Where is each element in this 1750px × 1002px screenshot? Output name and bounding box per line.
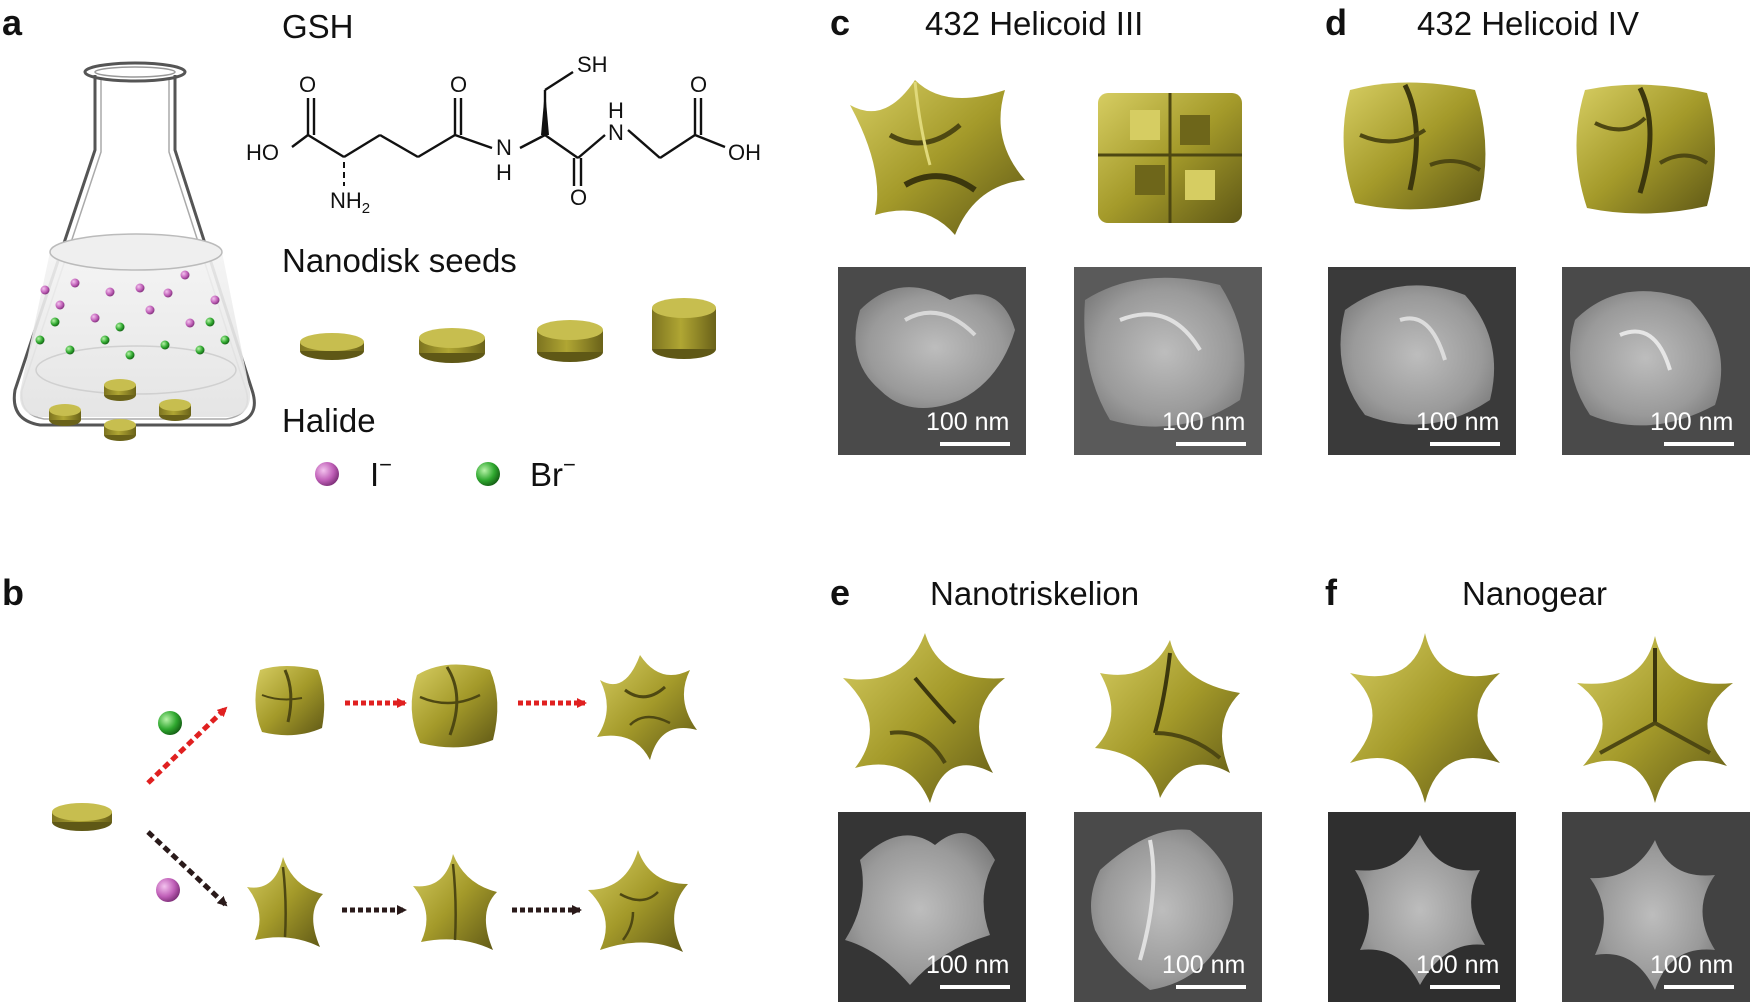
iodide-label: I− [370,452,392,493]
sem-helicoid-iv-2: 100 nm [1562,267,1750,455]
panel-label-e: e [830,572,850,613]
atom-ho: HO [246,140,279,165]
scale-bar [940,442,1010,446]
sem-nanogear-1: 100 nm [1328,812,1516,1002]
scale-bar [1176,442,1246,446]
scale-bar-label: 100 nm [1416,408,1499,436]
sem-helicoid-iii-1: 100 nm [838,267,1026,455]
atom-sh: SH [577,52,608,77]
bromide-sphere-icon [158,711,182,735]
gsh-molecule-structure [291,70,726,186]
scale-bar [1430,442,1500,446]
flask-halide-particles [35,270,230,360]
wedge-bond [541,90,549,135]
scale-bar-label: 100 nm [1162,951,1245,979]
arrow-iodide-path [146,830,228,907]
helicoid-growth-stage-2 [411,664,498,748]
bromide-sphere-icon [476,462,500,486]
nanogear-model-2 [1577,636,1733,803]
scale-bar-label: 100 nm [1650,408,1733,436]
sem-nanotriskelion-1: 100 nm [838,812,1026,1002]
flask-nanodisks [49,379,191,441]
bromide-label: Br− [530,452,576,493]
scale-bar-label: 100 nm [1650,951,1733,979]
atom-h1: H [496,160,512,185]
nanotriskelion-model-1 [843,633,1005,803]
atom-n2: N [608,120,624,145]
panel-label-c: c [830,2,850,43]
scale-bar-label: 100 nm [926,408,1009,436]
panel-f-title: Nanogear [1462,575,1607,612]
helicoid-growth-stage-1 [255,666,325,736]
sem-nanotriskelion-2: 100 nm [1074,812,1262,1002]
nanodisk-seed-medium [419,328,485,363]
panel-d-title: 432 Helicoid IV [1417,5,1639,42]
scale-bar-label: 100 nm [1162,408,1245,436]
arrow-bromide-path [146,706,228,785]
gsh-title: GSH [282,8,354,45]
erlenmeyer-flask-icon [12,61,256,427]
atom-o4: O [690,72,707,97]
nanotriskelion-model-2 [1095,640,1240,798]
triskelion-growth-stage-2 [413,854,497,950]
helicoid-growth-stage-3 [597,655,697,760]
scale-bar [1664,985,1734,989]
iodide-sphere-icon [156,878,180,902]
panel-label-d: d [1325,2,1347,43]
nanodisk-seeds-row [300,298,716,363]
nanodisk-seed-thickest [652,298,716,359]
scale-bar [940,985,1010,989]
atom-oh: OH [728,140,761,165]
triskelion-growth-stage-3 [588,850,688,952]
panel-c-title: 432 Helicoid III [925,5,1143,42]
panel-label-b: b [2,572,24,613]
helicoid-iii-cube-model [1098,93,1242,223]
atom-o1: O [299,72,316,97]
atom-nh2: NH2 [330,188,370,217]
scale-bar [1664,442,1734,446]
panel-label-f: f [1325,572,1338,613]
sem-helicoid-iv-1: 100 nm [1328,267,1516,455]
scale-bar [1430,985,1500,989]
triskelion-growth-stage-1 [247,857,323,947]
iodide-sphere-icon [315,462,339,486]
atom-o2: O [450,72,467,97]
atom-n1: N [496,135,512,160]
helicoid-iv-model-2 [1576,84,1715,214]
scale-bar-label: 100 nm [926,951,1009,979]
nanodisk-seed-thin [300,333,364,360]
nanogear-model-1 [1350,633,1500,803]
nanodisk-seeds-title: Nanodisk seeds [282,242,517,279]
helicoid-iii-model [850,80,1025,235]
panel-e-title: Nanotriskelion [930,575,1139,612]
scale-bar-label: 100 nm [1416,951,1499,979]
sem-nanogear-2: 100 nm [1562,812,1750,1002]
pathway-seed-disk [52,803,112,831]
helicoid-iv-model-1 [1343,82,1486,210]
atom-o3: O [570,185,587,210]
panel-label-a: a [2,2,23,43]
halide-title: Halide [282,402,376,439]
scale-bar [1176,985,1246,989]
atom-h2: H [608,98,624,123]
sem-helicoid-iii-2: 100 nm [1074,267,1262,455]
nanodisk-seed-thick [537,320,603,362]
